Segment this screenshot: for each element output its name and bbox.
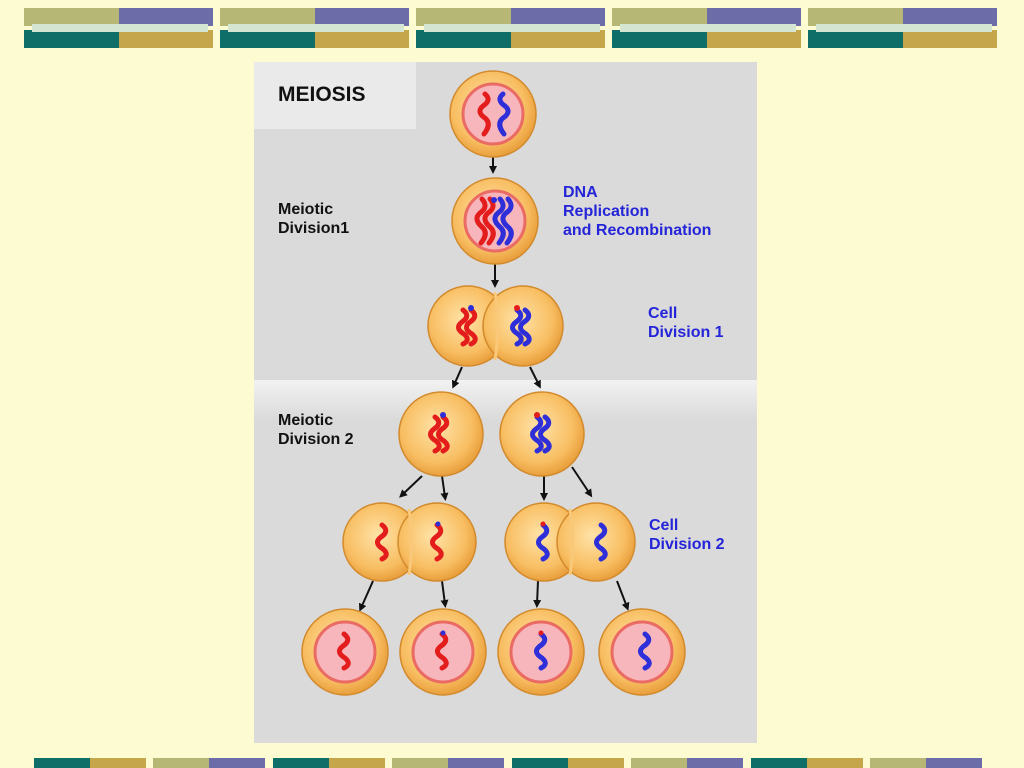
cell-division-1-label: Cell Division 1 (648, 305, 724, 341)
daughter-cell-left (398, 391, 484, 477)
meiosis-diagram-panel: MEIOSIS Meiotic Division1 Meiotic Divisi… (254, 62, 757, 743)
title-box: MEIOSIS (254, 62, 416, 129)
arrow-3 (451, 366, 463, 389)
dividing-cell-2-right (504, 502, 636, 582)
cell-division-2-label: Cell Division 2 (649, 517, 725, 553)
daughter-cell-right (499, 391, 585, 477)
diagram-title: MEIOSIS (278, 83, 366, 106)
gamete-3 (497, 608, 585, 696)
arrow-9 (358, 580, 374, 612)
meiosis-cell-diagram (301, 70, 686, 696)
dna-replication-label: DNA Replication and Recombination (563, 184, 712, 239)
arrow-10 (440, 580, 449, 608)
bottom-decorative-bars (34, 758, 982, 768)
arrow-12 (616, 580, 630, 611)
gamete-1 (301, 608, 389, 696)
dividing-cell-1 (427, 285, 564, 367)
top-decorative-bars (24, 8, 997, 48)
replicated-cell (451, 177, 539, 265)
gamete-4 (598, 608, 686, 696)
maternal-chromosome (477, 91, 491, 137)
arrow-4 (529, 366, 541, 389)
arrow-5 (399, 475, 423, 498)
arrow-6 (440, 475, 449, 501)
arrow-8 (571, 466, 593, 498)
arrow-11 (533, 580, 542, 608)
parent-cell (449, 70, 537, 158)
gamete-2 (399, 608, 487, 696)
paternal-chromosome (497, 91, 511, 137)
dividing-cell-2-left (342, 502, 477, 582)
meiotic-division-1-label: Meiotic Division1 (278, 201, 350, 237)
meiotic-division-2-label: Meiotic Division 2 (278, 412, 354, 448)
decorative-bar-group (24, 8, 213, 48)
